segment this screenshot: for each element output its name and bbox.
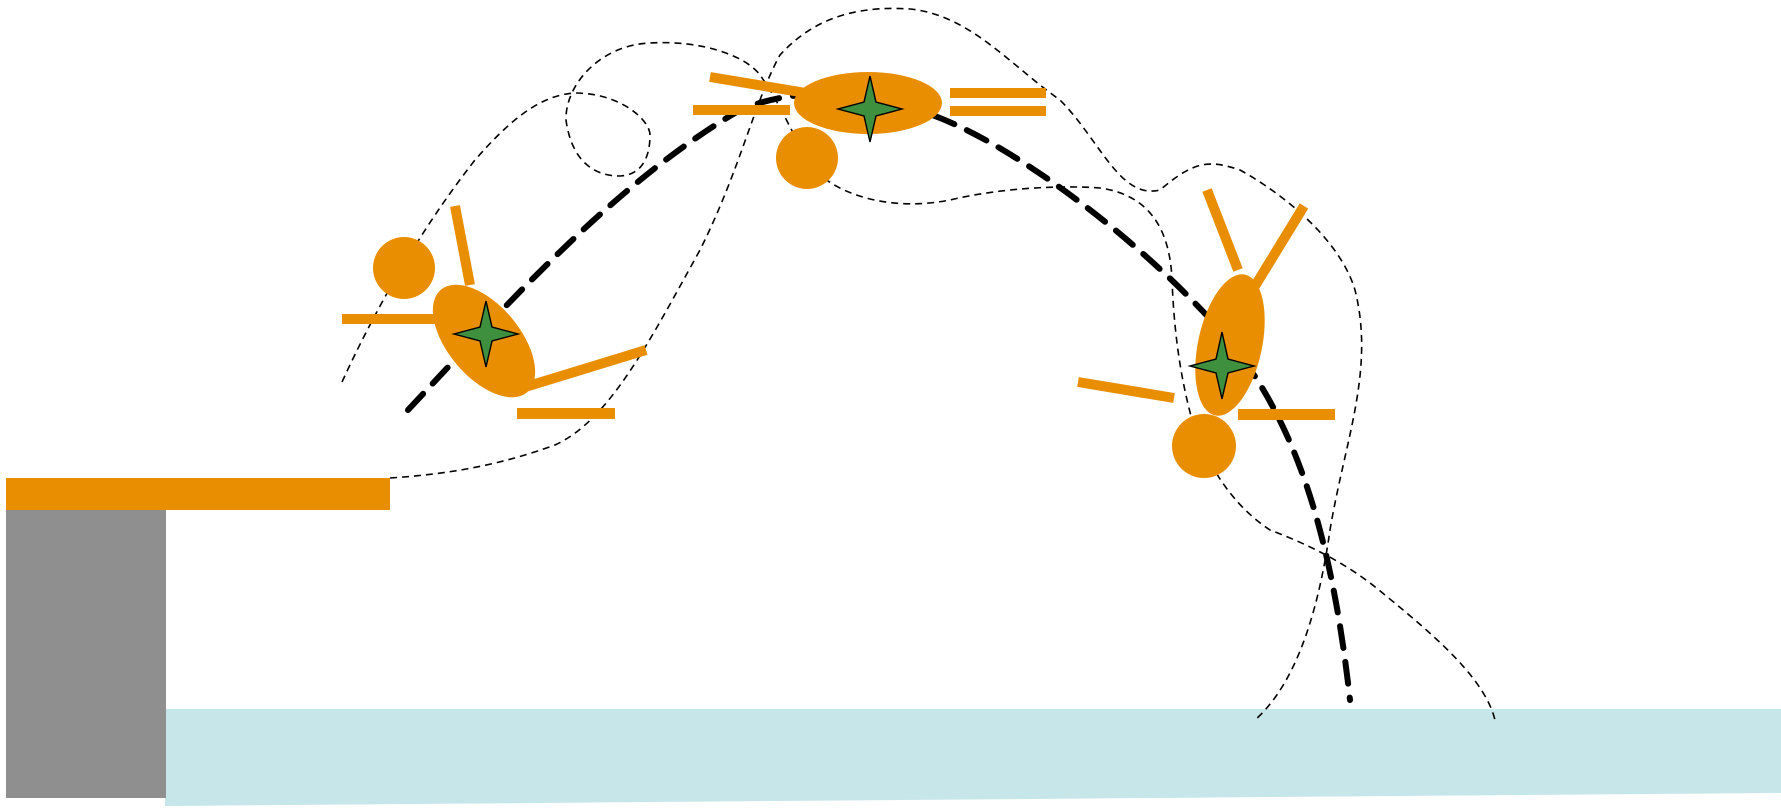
diver-arm: [1238, 409, 1335, 420]
center-of-mass-star-icon: [835, 75, 905, 143]
diver-takeoff: [342, 205, 648, 419]
diver-head: [373, 237, 435, 299]
pool-water: [165, 709, 1781, 806]
center-of-mass-star-icon: [451, 300, 521, 368]
diver-arm: [709, 72, 807, 98]
diver-head: [776, 127, 838, 189]
diver-arm: [450, 205, 475, 286]
diver-arm: [693, 105, 790, 115]
diver-leg: [520, 345, 648, 393]
center-of-mass-star-icon: [1187, 331, 1257, 400]
diver-arm: [1077, 377, 1175, 403]
diver-head: [1172, 414, 1236, 478]
diver-entry: [1077, 188, 1335, 478]
diver-leg: [1202, 188, 1243, 272]
diver-apex: [693, 72, 1046, 189]
board-pillar: [6, 508, 166, 798]
diver-arm: [342, 314, 442, 324]
diving-board: [6, 478, 390, 510]
diver-leg: [1250, 203, 1309, 289]
diver-leg: [950, 88, 1046, 98]
diver-torso: [1195, 274, 1265, 416]
diver-leg: [517, 408, 615, 419]
diver-leg: [950, 106, 1046, 116]
center-of-mass-path: [405, 90, 1353, 703]
